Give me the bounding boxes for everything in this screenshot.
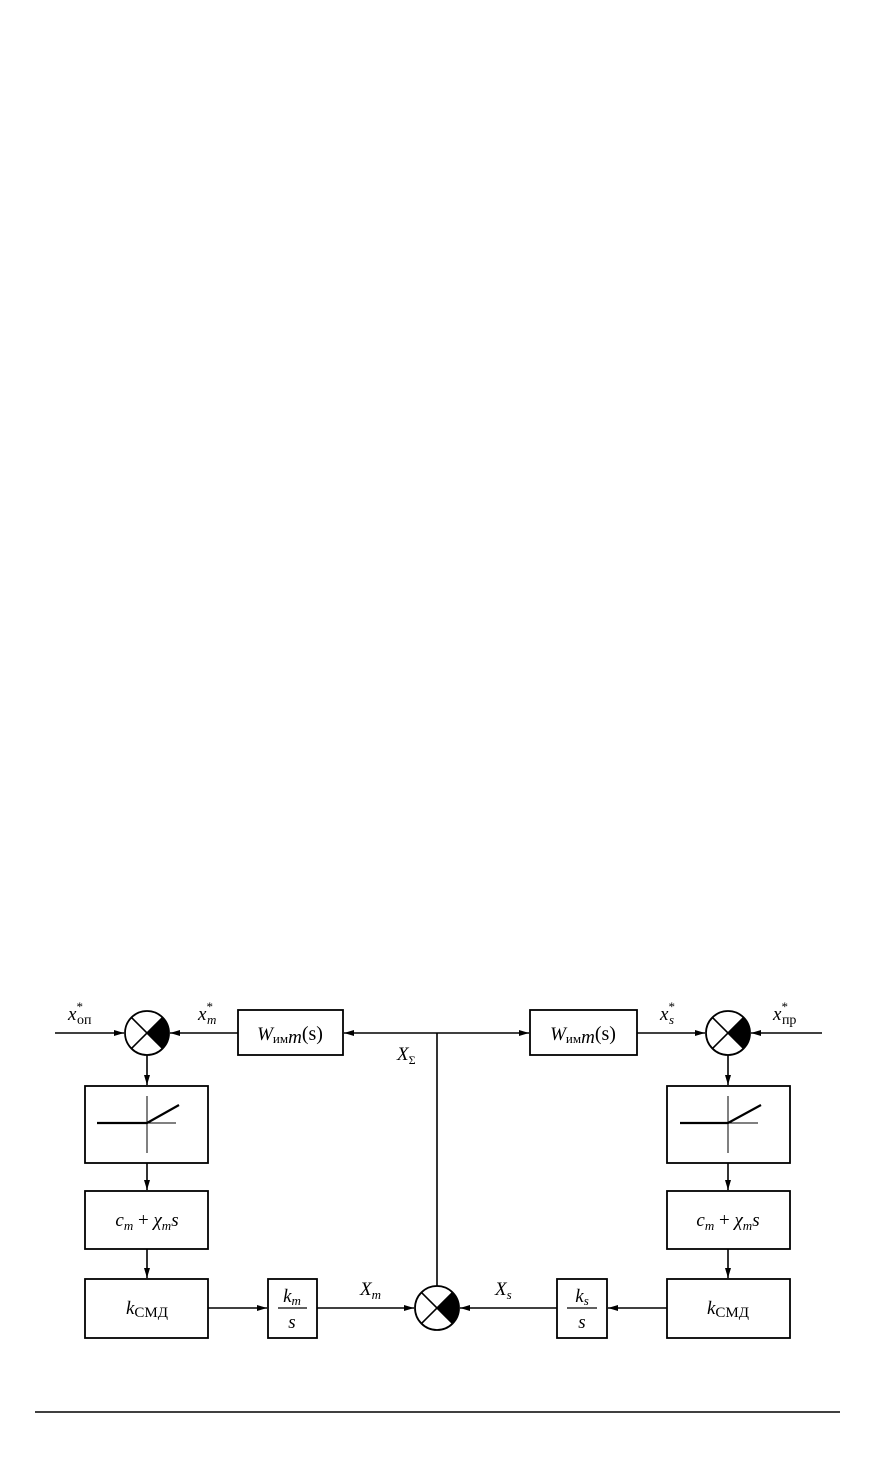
block-deadzone-right <box>666 1085 791 1164</box>
label-x-op: x*оп <box>67 999 92 1028</box>
block-integrator-right: ks s <box>556 1278 608 1339</box>
label-X-s: Xs <box>494 1279 512 1302</box>
svg-text:cm + χms: cm + χms <box>115 1210 178 1233</box>
svg-text:s: s <box>578 1312 585 1333</box>
label-x-m: x*m <box>197 999 216 1027</box>
block-c-right: cm + χms <box>666 1190 791 1250</box>
block-k-right: kСМД <box>666 1278 791 1339</box>
svg-text:kСМД: kСМД <box>707 1298 749 1321</box>
label-x-s-top: x*s <box>659 999 675 1027</box>
label-x-pr: x*пр <box>772 999 796 1028</box>
svg-text:Wимm(s): Wимm(s) <box>257 1023 323 1048</box>
summing-junction-right <box>705 1010 751 1056</box>
block-c-left: cm + χms <box>84 1190 209 1250</box>
block-integrator-left: km s <box>267 1278 318 1339</box>
label-X-m: Xm <box>359 1279 381 1302</box>
svg-text:s: s <box>288 1312 295 1333</box>
svg-text:Wимm(s): Wимm(s) <box>550 1023 616 1048</box>
block-deadzone-left <box>84 1085 209 1164</box>
svg-text:km: km <box>283 1286 301 1308</box>
summing-junction-left <box>124 1010 170 1056</box>
svg-text:cm + χms: cm + χms <box>696 1210 759 1233</box>
summing-junction-bottom <box>414 1285 460 1331</box>
label-x-sigma: XΣ <box>396 1044 416 1067</box>
svg-text:ks: ks <box>575 1286 589 1308</box>
block-k-left: kСМД <box>84 1278 209 1339</box>
svg-text:kСМД: kСМД <box>126 1298 168 1321</box>
block-w-left: Wимm(s) <box>237 1009 344 1056</box>
block-w-right: Wимm(s) <box>529 1009 638 1056</box>
